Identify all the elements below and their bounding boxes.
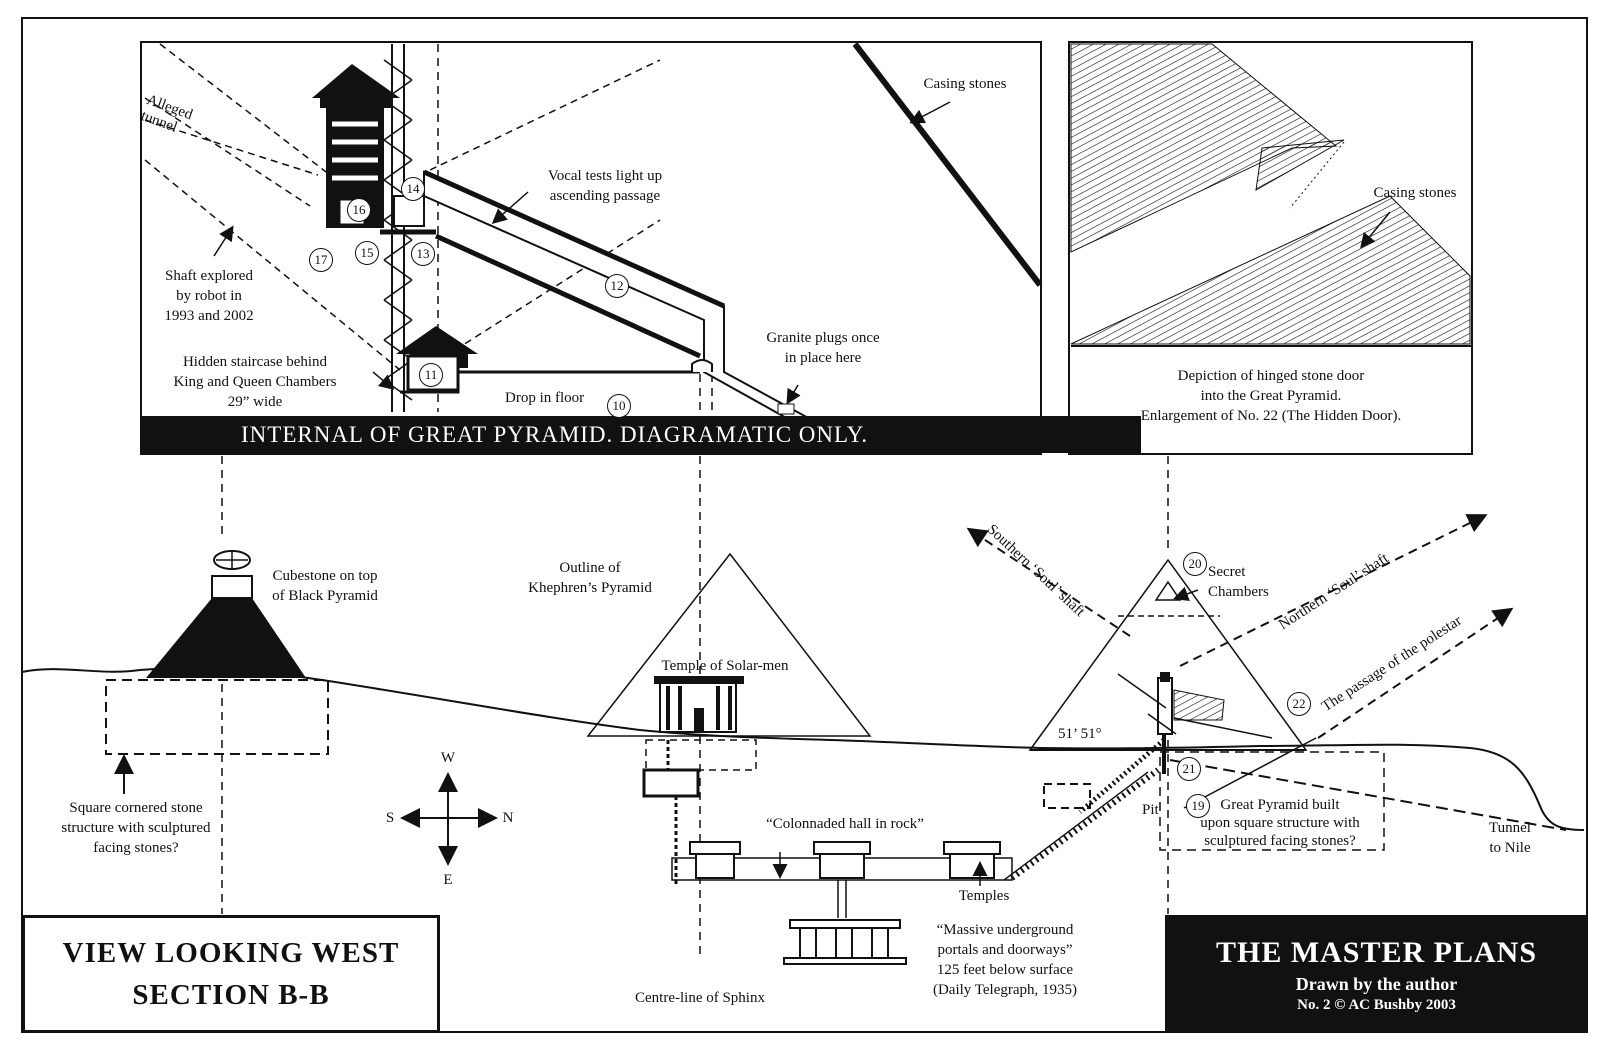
view-title: VIEW LOOKING WEST [62,937,400,969]
khephren-outline-label: Outline of Khephren’s Pyramid [528,560,652,596]
colonnaded-hall-label: “Colonnaded hall in rock” [766,816,924,832]
marker-22: 22 [1287,692,1311,716]
master-plans-box: THE MASTER PLANS Drawn by the author No.… [1165,915,1588,1033]
internal-panel-caption: INTERNAL OF GREAT PYRAMID. DIAGRAMATIC O… [141,416,1141,453]
temple-solar-label: Temple of Solar-men [661,658,789,674]
secret-chambers-label: Secret Chambers [1208,564,1269,600]
angle-label: 51’ 51° [1058,726,1102,742]
marker-14: 14 [401,177,425,201]
khephren-pyramid [586,552,1160,965]
marker-15: 15 [355,241,379,265]
compass-n: N [502,810,514,826]
marker-10: 10 [607,394,631,418]
temples-label: Temples [958,888,1010,904]
door-casing-stones-label: Casing stones [1373,185,1457,201]
hidden-staircase-label: Hidden staircase behind King and Queen C… [173,354,337,410]
compass-w: W [440,750,456,766]
marker-12: 12 [605,274,629,298]
marker-20: 20 [1183,552,1207,576]
hinged-door-caption: Depiction of hinged stone door into the … [1140,368,1402,424]
section-title: SECTION B-B [132,979,330,1011]
black-pyramid [105,550,329,794]
shaft-explored-label: Shaft explored by robot in 1993 and 2002 [164,268,254,324]
casing-stones-label: Casing stones [923,76,1007,92]
compass-rose [400,772,498,866]
door-panel [1068,41,1473,455]
compass-e: E [443,872,453,888]
great-pyramid-built-label: Great Pyramid built upon square structur… [1200,797,1360,849]
marker-17: 17 [309,248,333,272]
tunnel-to-nile-label: Tunnel to Nile [1489,820,1531,856]
drawn-by-label: Drawn by the author [1295,974,1458,994]
vocal-tests-label: Vocal tests light up ascending passage [547,168,663,204]
copyright-label: No. 2 © AC Bushby 2003 [1297,997,1456,1013]
cubestone-label: Cubestone on top of Black Pyramid [272,568,378,604]
great-pyramid [966,514,1567,851]
pit-label: Pit [1142,802,1159,818]
marker-21: 21 [1177,757,1201,781]
marker-19: 19 [1186,794,1210,818]
marker-11: 11 [419,363,443,387]
centre-line-sphinx-label: Centre-line of Sphinx [635,990,765,1006]
marker-16: 16 [347,198,371,222]
granite-plugs-label: Granite plugs once in place here [766,330,880,366]
marker-13: 13 [411,242,435,266]
compass-s: S [385,810,395,826]
massive-portals-label: “Massive underground portals and doorway… [932,922,1078,998]
outer-frame [21,17,1588,1033]
master-plans-title: THE MASTER PLANS [1215,936,1538,969]
internal-panel [140,41,1043,455]
drop-in-floor-label: Drop in floor [505,390,585,406]
square-structure-label: Square cornered stone structure with scu… [61,800,211,856]
title-box: VIEW LOOKING WEST SECTION B-B [22,915,440,1033]
